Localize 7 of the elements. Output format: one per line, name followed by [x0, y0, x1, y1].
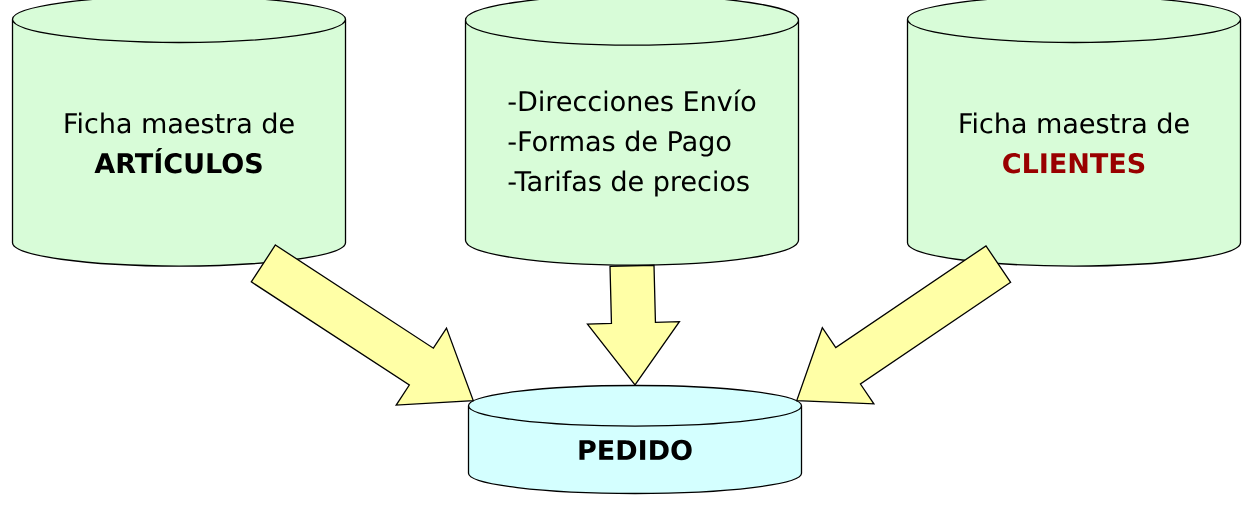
- database-cylinder: -Direcciones Envío -Formas de Pago -Tarifas de precios: [464, 0, 800, 266]
- database-cylinder: Ficha maestra de CLIENTES: [906, 0, 1242, 267]
- database-cylinder: Ficha maestra de ARTÍCULOS: [11, 0, 347, 267]
- block-arrow: [250, 244, 475, 406]
- database-cylinder: PEDIDO: [467, 384, 803, 495]
- block-arrow: [795, 245, 1012, 405]
- block-arrow: [586, 264, 681, 386]
